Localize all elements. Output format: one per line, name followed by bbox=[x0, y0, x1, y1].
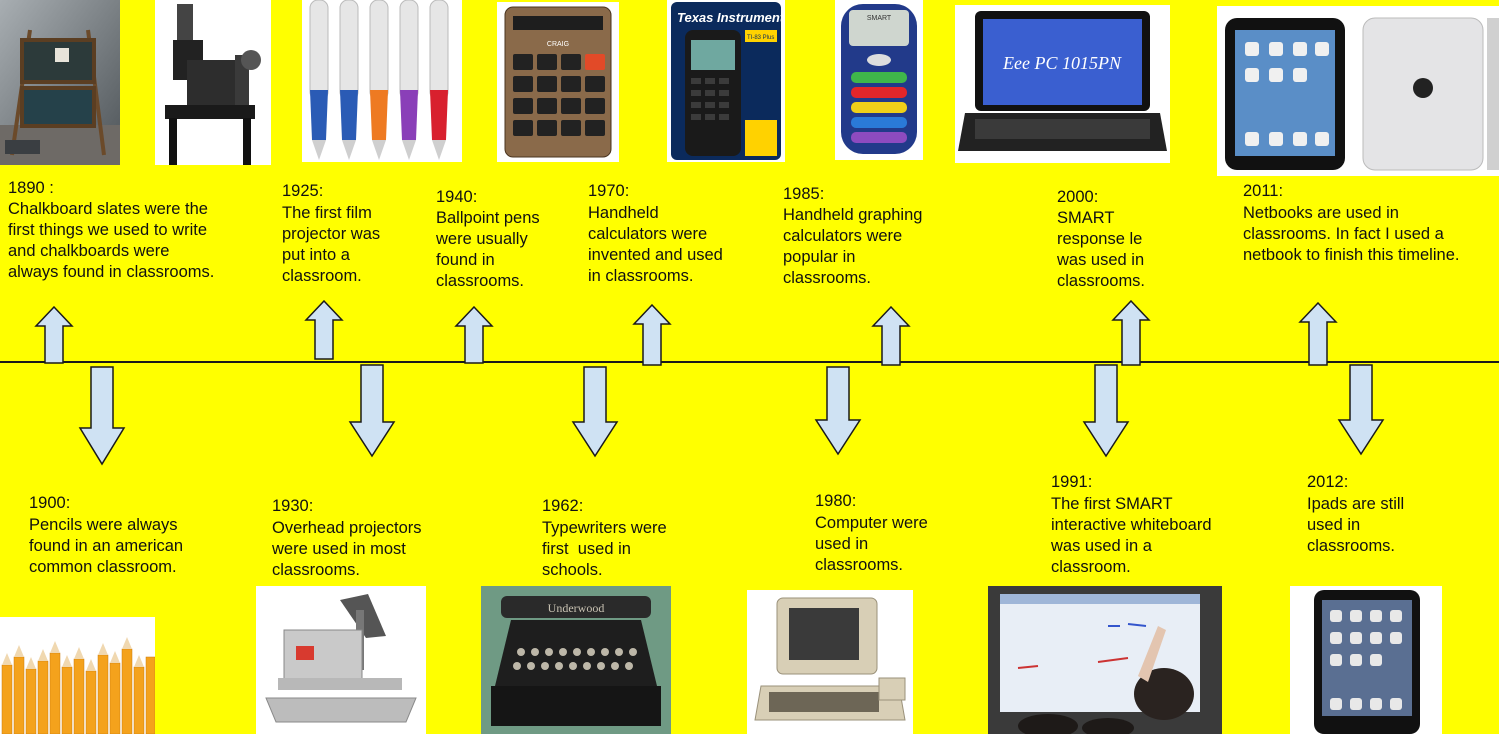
event-1985-text: Handheld graphing calculators were popul… bbox=[783, 206, 923, 287]
down-arrow-1980 bbox=[814, 366, 862, 456]
event-1962-year: 1962: bbox=[542, 497, 584, 515]
computer-image bbox=[747, 590, 913, 734]
event-1900-year: 1900: bbox=[29, 494, 71, 512]
smart-response-image: SMART bbox=[835, 0, 923, 160]
event-2000-text: SMART response le was used in classrooms… bbox=[1057, 209, 1146, 290]
up-arrow-2000 bbox=[1111, 300, 1151, 366]
event-1970-year: 1970: bbox=[588, 182, 630, 200]
typewriter-brand-label: Underwood bbox=[548, 601, 605, 615]
event-1962-text: Typewriters were first used in schools. bbox=[542, 519, 667, 579]
up-arrow-1970 bbox=[632, 304, 672, 366]
netbook-ipad-image bbox=[1217, 6, 1499, 176]
up-arrow-2011 bbox=[1298, 302, 1338, 366]
event-1940-year: 1940: bbox=[436, 188, 478, 206]
event-1890-text: Chalkboard slates were the first things … bbox=[8, 200, 215, 281]
down-arrow-2012 bbox=[1337, 364, 1385, 456]
event-2012-text: Ipads are still used in classrooms. bbox=[1307, 495, 1405, 555]
calculator-image: CRAIG bbox=[497, 2, 619, 162]
event-1930-year: 1930: bbox=[272, 497, 314, 515]
ballpoint-pens-image bbox=[302, 0, 462, 162]
down-arrow-1900 bbox=[78, 366, 126, 466]
event-1925-text: The first film projector was put into a … bbox=[282, 204, 381, 285]
event-1985-year: 1985: bbox=[783, 185, 825, 203]
smart-brand-label: SMART bbox=[867, 15, 892, 22]
up-arrow-1940 bbox=[454, 306, 494, 364]
ti-graphing-calculator-package-image: Texas Instruments TI-83 Plus bbox=[667, 0, 785, 162]
down-arrow-1930 bbox=[348, 364, 396, 458]
event-1940-text: Ballpoint pens were usually found in cla… bbox=[436, 209, 540, 290]
event-2012-year: 2012: bbox=[1307, 473, 1349, 491]
event-1890-year: 1890 : bbox=[8, 179, 54, 197]
ti-brand-label: Texas Instruments bbox=[677, 10, 785, 25]
event-1925-year: 1925: bbox=[282, 182, 324, 200]
event-1991-year: 1991: bbox=[1051, 473, 1093, 491]
up-arrow-1890 bbox=[34, 306, 74, 364]
ti-model-label: TI-83 Plus bbox=[747, 35, 774, 41]
down-arrow-1962 bbox=[571, 366, 619, 458]
event-1980-text: Computer were used in classrooms. bbox=[815, 514, 928, 574]
timeline-line bbox=[0, 361, 1499, 363]
up-arrow-1985 bbox=[871, 306, 911, 366]
overhead-projector-image bbox=[256, 586, 426, 734]
down-arrow-1991 bbox=[1082, 364, 1130, 458]
event-1970-text: Handheld calculators were invented and u… bbox=[588, 204, 723, 285]
netbook-model-label: Eee PC 1015PN bbox=[1002, 53, 1122, 73]
smartboard-image bbox=[988, 586, 1222, 734]
ipad-image bbox=[1290, 586, 1442, 734]
event-1930-text: Overhead projectors were used in most cl… bbox=[272, 519, 422, 579]
pencils-image bbox=[0, 617, 155, 734]
calculator-brand-label: CRAIG bbox=[547, 41, 569, 48]
event-1980-year: 1980: bbox=[815, 492, 857, 510]
event-2011-year: 2011: bbox=[1243, 182, 1284, 200]
typewriter-image: Underwood bbox=[481, 586, 671, 734]
up-arrow-1925 bbox=[304, 300, 344, 360]
event-1991-text: The first SMART interactive whiteboard w… bbox=[1051, 495, 1212, 576]
film-projector-image bbox=[155, 0, 271, 165]
chalkboard-image bbox=[0, 0, 120, 165]
netbook-image: Eee PC 1015PN bbox=[955, 5, 1170, 163]
event-1900-text: Pencils were always found in an american… bbox=[29, 516, 184, 576]
event-2011-text: Netbooks are used in classrooms. In fact… bbox=[1243, 204, 1460, 264]
event-2000-year: 2000: bbox=[1057, 188, 1099, 206]
